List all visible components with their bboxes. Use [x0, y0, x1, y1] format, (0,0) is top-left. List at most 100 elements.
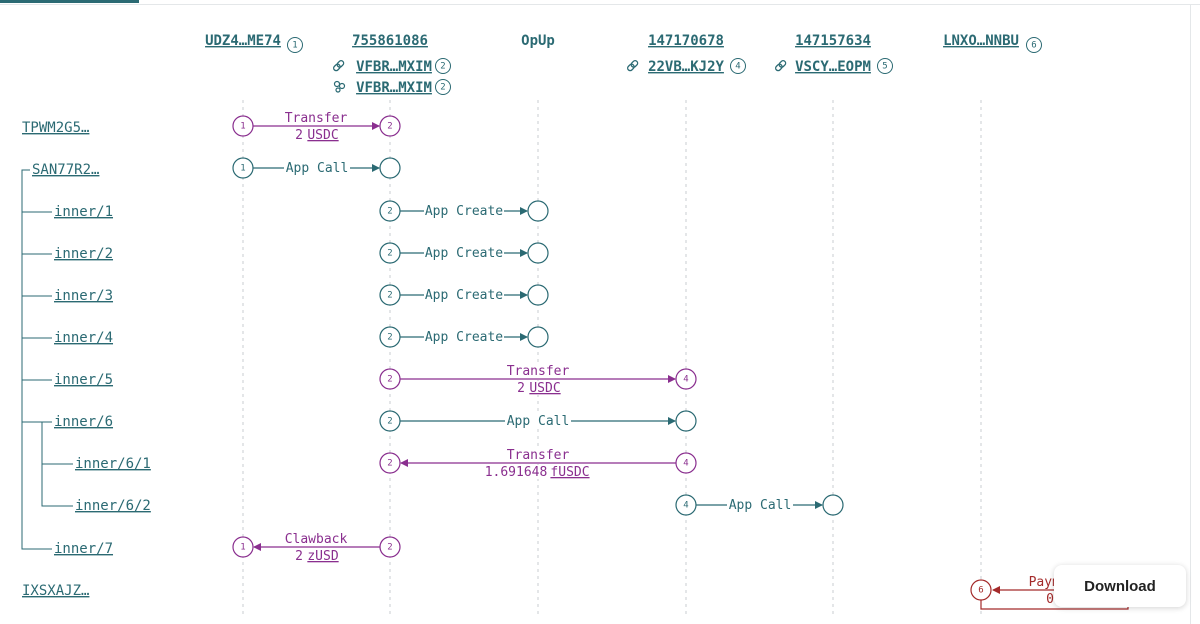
header-udz4-badge-number: 1	[292, 41, 297, 51]
transaction-inner-5[interactable]: 2 Transfer 2 USDC 4	[379, 363, 697, 396]
link-icon	[775, 60, 787, 72]
row-label-ixsxajz[interactable]: IXSXAJZ…	[22, 583, 89, 599]
header-app147170-account[interactable]: 22VB…KJ2Y	[648, 59, 724, 75]
tree-connectors	[21, 169, 73, 550]
header-lnxo-badge	[1026, 37, 1042, 53]
row-label-inner-5[interactable]: inner/5	[54, 372, 113, 388]
row-label-inner-4[interactable]: inner/4	[54, 330, 113, 346]
app-target-circle	[822, 494, 844, 516]
label-bg	[505, 447, 571, 461]
transfer-asset-link[interactable]: USDC	[307, 128, 338, 143]
row-label-inner-3[interactable]: inner/3	[54, 288, 113, 304]
transaction-inner-6-2[interactable]: 4 App Call	[675, 494, 844, 516]
header-opup-label: OpUp	[521, 33, 555, 49]
link-icon	[627, 60, 639, 72]
app-create-label: App Create	[425, 246, 503, 261]
header-app147170-account-badge	[730, 58, 746, 74]
row-label-inner-6[interactable]: inner/6	[54, 414, 113, 430]
transfer-amount: 2	[517, 381, 525, 396]
app-target-circle	[527, 200, 549, 222]
lane-lines	[242, 100, 982, 614]
from-badge-number: 4	[683, 501, 688, 511]
header-app755-group-badge	[435, 79, 451, 95]
header-udz4-badge	[287, 37, 303, 53]
from-badge-number: 1	[240, 122, 245, 132]
row-label-inner-6-1[interactable]: inner/6/1	[75, 456, 151, 472]
label-bg	[727, 498, 793, 512]
label-bg	[505, 363, 571, 377]
clawback-label: Clawback	[285, 532, 348, 547]
transaction-inner-4[interactable]: 2 App Create	[379, 326, 549, 348]
from-badge-number: 1	[240, 164, 245, 174]
to-badge-number: 2	[387, 459, 392, 469]
transaction-inner-3[interactable]: 2 App Create	[379, 284, 549, 306]
amount-bg	[484, 465, 594, 479]
transaction-inner-6[interactable]: 2 App Call	[379, 410, 697, 432]
sequence-diagram: UDZ4…ME74 1 755861086 VFBR…MXIM 2 VFBR…M…	[21, 33, 1129, 614]
app-target-circle	[527, 284, 549, 306]
label-bg	[424, 330, 504, 344]
transaction-inner-2[interactable]: 2 App Create	[379, 242, 549, 264]
row-label-inner-6-2[interactable]: inner/6/2	[75, 498, 151, 514]
transaction-inner-6-1[interactable]: 2 Transfer 1.691648 fUSDC 4	[379, 447, 697, 480]
from-badge	[675, 452, 697, 474]
row-labels: TPWM2G5… SAN77R2… inner/1 inner/2 inner/…	[22, 120, 151, 599]
row-label-san77r2[interactable]: SAN77R2…	[32, 162, 99, 178]
from-badge-number: 2	[387, 417, 392, 427]
transaction-inner-7[interactable]: 1 Clawback 2 zUSD 2	[232, 531, 401, 564]
header-udz4-label[interactable]: UDZ4…ME74	[205, 33, 281, 49]
transaction-inner-1[interactable]: 2 App Create	[379, 200, 549, 222]
from-badge	[379, 536, 401, 558]
header-app147157-account[interactable]: VSCY…EOPM	[795, 59, 871, 75]
group-icon	[333, 80, 346, 93]
header-app755-label[interactable]: 755861086	[352, 33, 428, 49]
label-bg	[284, 161, 350, 175]
header-app147157-account-badge-number: 5	[882, 62, 887, 72]
transaction-san77r2[interactable]: 1 App Call	[232, 157, 401, 179]
amount-bg	[290, 549, 342, 563]
label-bg	[284, 110, 350, 124]
tab-bar	[0, 0, 1200, 5]
download-button[interactable]: Download	[1054, 565, 1186, 607]
app-call-label: App Call	[286, 161, 349, 176]
app-target-circle	[675, 410, 697, 432]
row-label-inner-2[interactable]: inner/2	[54, 246, 113, 262]
from-badge-number: 4	[683, 459, 688, 469]
from-badge-number: 2	[387, 249, 392, 259]
tree-line-root	[21, 169, 52, 550]
transaction-visual-panel: UDZ4…ME74 1 755861086 VFBR…MXIM 2 VFBR…M…	[0, 4, 1191, 624]
clawback-asset-link[interactable]: zUSD	[307, 549, 338, 564]
row-label-inner-7[interactable]: inner/7	[54, 541, 113, 557]
amount-bg	[512, 381, 564, 395]
label-bg	[424, 288, 504, 302]
header-app147157-account-badge	[877, 58, 893, 74]
amount-bg	[290, 128, 342, 142]
link-icon	[333, 60, 345, 72]
transfer-label: Transfer	[285, 111, 348, 126]
header-lnxo-label[interactable]: LNXO…NNBU	[943, 33, 1019, 49]
transfer-amount: 2	[295, 128, 303, 143]
from-badge-number: 6	[978, 586, 983, 596]
transaction-tpwm2g5[interactable]: 1 Transfer 2 USDC 2	[232, 110, 401, 143]
app-create-label: App Create	[425, 330, 503, 345]
from-badge-number: 2	[387, 291, 392, 301]
header-app755-group[interactable]: VFBR…MXIM	[356, 80, 432, 96]
app-target-circle	[527, 242, 549, 264]
row-label-inner-1[interactable]: inner/1	[54, 204, 113, 220]
transfer-asset-link[interactable]: USDC	[529, 381, 560, 396]
row-label-tpwm2g5[interactable]: TPWM2G5…	[22, 120, 89, 136]
label-bg	[505, 414, 571, 428]
transfer-asset-link[interactable]: fUSDC	[550, 465, 589, 480]
from-badge	[970, 579, 992, 601]
header-app755-group-badge-number: 2	[440, 83, 445, 93]
from-badge-number: 2	[387, 543, 392, 553]
transfer-label: Transfer	[507, 448, 570, 463]
header-app147157-label[interactable]: 147157634	[795, 33, 871, 49]
header-app147170-label[interactable]: 147170678	[648, 33, 724, 49]
active-tab-indicator	[0, 0, 139, 3]
from-badge-number: 2	[387, 375, 392, 385]
download-button-label: Download	[1084, 577, 1156, 595]
to-badge-number: 4	[683, 375, 688, 385]
header-udz4[interactable]: UDZ4…ME74	[205, 33, 281, 49]
header-app755-account[interactable]: VFBR…MXIM	[356, 59, 432, 75]
